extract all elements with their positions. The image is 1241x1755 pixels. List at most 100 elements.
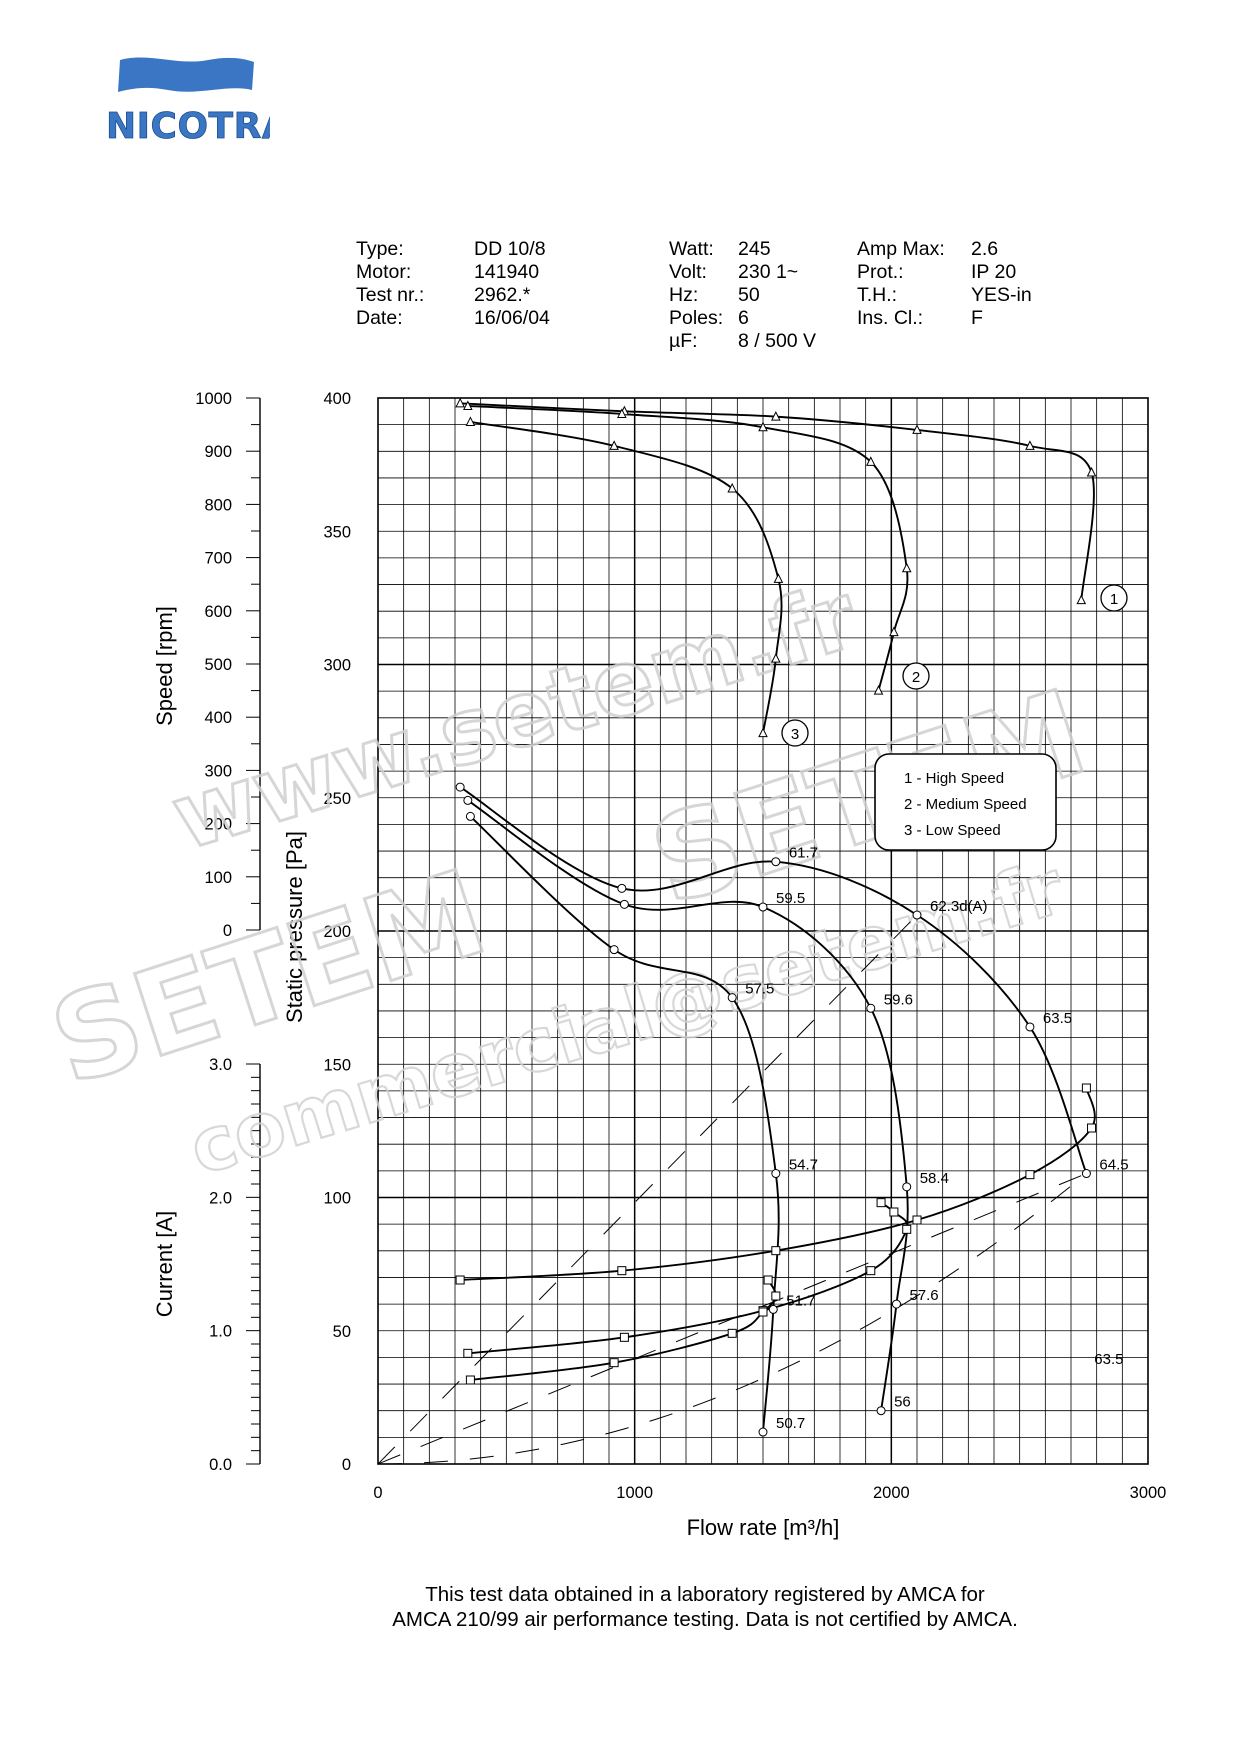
footer-line-1: This test data obtained in a laboratory … — [425, 1583, 985, 1606]
speed-tick-label: 300 — [204, 762, 232, 780]
efficiency-label: 63.5 — [1043, 1010, 1072, 1027]
data-point-square — [771, 1246, 781, 1256]
data-point-square — [771, 1291, 781, 1301]
spec-value: 6 — [738, 307, 749, 329]
speed-tick-label: 0 — [223, 922, 232, 940]
nicotra-logo: NICOTRA — [106, 57, 270, 147]
spec-value: DD 10/8 — [474, 238, 546, 260]
current-axis-title: Current [A] — [152, 1211, 177, 1317]
pressure-tick-label: 300 — [323, 657, 351, 675]
spec-label: Poles: — [669, 307, 724, 329]
data-point-square — [876, 1198, 886, 1208]
current-tick-label: 2.0 — [209, 1189, 232, 1207]
data-point-triangle — [617, 408, 627, 418]
spec-value: 230 1~ — [738, 261, 799, 283]
speed-axis-title: Speed [rpm] — [152, 606, 177, 726]
curve-number-circle — [902, 662, 930, 690]
data-point-square — [889, 1207, 899, 1217]
data-point-triangle — [1076, 594, 1087, 605]
spec-label: Hz: — [669, 284, 699, 306]
grid — [377, 397, 1149, 1465]
data-point-triangle — [773, 573, 784, 583]
data-point-square — [1025, 1170, 1035, 1180]
pressure-tick-label: 100 — [323, 1190, 351, 1208]
data-point-triangle — [901, 562, 912, 573]
spec-label: Amp Max: — [857, 238, 945, 260]
data-point-square — [455, 1275, 465, 1285]
data-point-square — [609, 1358, 619, 1368]
data-point-triangle — [912, 424, 922, 434]
spec-label: Prot.: — [857, 261, 904, 283]
curve-number: 2 — [912, 669, 920, 686]
efficiency-label: 56 — [894, 1394, 911, 1411]
flow-axis-title: Flow rate [m³/h] — [687, 1515, 840, 1540]
speed-tick-label: 700 — [204, 550, 232, 568]
data-point-circle — [619, 899, 629, 909]
current-tick-label: 0.0 — [209, 1456, 232, 1474]
speed-tick-label: 900 — [204, 443, 232, 461]
speed-tick-label: 800 — [204, 496, 232, 514]
data-point-circle — [771, 857, 781, 867]
current-curve — [460, 1087, 1096, 1281]
data-point-triangle — [889, 626, 899, 637]
data-point-triangle — [771, 411, 781, 421]
spec-value: 245 — [738, 238, 771, 260]
data-point-triangle — [1025, 440, 1035, 450]
logo-wave — [118, 57, 254, 92]
efficiency-label: 57.6 — [909, 1287, 938, 1304]
data-point-circle — [465, 811, 475, 821]
data-point-square — [758, 1307, 768, 1317]
data-point-circle — [771, 1169, 781, 1179]
efficiency-label: 64.5 — [1099, 1157, 1128, 1174]
data-point-circle — [768, 1304, 778, 1314]
pressure-tick-label: 200 — [323, 923, 351, 941]
legend-entry: 1 - High Speed — [904, 770, 1004, 787]
legend-entry: 2 - Medium Speed — [904, 796, 1027, 813]
pressure-tick-label: 150 — [323, 1056, 351, 1074]
data-point-circle — [902, 1182, 912, 1192]
curve-number: 3 — [791, 726, 799, 743]
flow-tick-label: 2000 — [873, 1484, 910, 1502]
data-point-triangle — [873, 684, 884, 695]
efficiency-label: 62.3d(A) — [930, 898, 988, 915]
spec-value: 16/06/04 — [474, 307, 550, 329]
spec-value: 8 / 500 V — [738, 330, 817, 352]
data-point-square — [1087, 1123, 1097, 1133]
flow-tick-label: 0 — [373, 1484, 382, 1502]
current-tick-label: 1.0 — [209, 1323, 232, 1341]
data-point-circle — [1081, 1169, 1091, 1179]
efficiency-label: 51.7 — [786, 1292, 815, 1309]
spec-label: Ins. Cl.: — [857, 307, 924, 329]
pressure-axis-title: Static pressure [Pa] — [282, 831, 307, 1023]
spec-label: Volt: — [669, 261, 707, 283]
data-point-square — [463, 1348, 473, 1358]
data-point-square — [902, 1224, 912, 1234]
footer-line-2: AMCA 210/99 air performance testing. Dat… — [392, 1608, 1018, 1631]
data-point-square — [866, 1266, 876, 1276]
data-point-square — [763, 1275, 773, 1285]
data-point-square — [912, 1215, 922, 1225]
efficiency-line — [377, 914, 918, 1465]
annotations: 61.762.3d(A)63.564.563.559.559.658.457.6… — [745, 584, 1129, 1432]
spec-label: Watt: — [669, 238, 714, 260]
data-point-square — [465, 1375, 475, 1385]
efficiency-label: 61.7 — [789, 845, 818, 862]
pressure-tick-label: 350 — [323, 523, 351, 541]
pressure-tick-label: 0 — [342, 1456, 351, 1474]
spec-label: Date: — [356, 307, 403, 329]
efficiency-label: 57.5 — [745, 981, 774, 998]
data-point-circle — [891, 1299, 901, 1309]
logo-text: NICOTRA — [106, 106, 270, 147]
data-point-circle — [758, 902, 768, 912]
spec-value: 2.6 — [971, 238, 999, 260]
efficiency-label: 63.5 — [1094, 1351, 1123, 1368]
speed-tick-label: 200 — [204, 816, 232, 834]
spec-label: µF: — [669, 330, 698, 352]
speed-tick-label: 100 — [204, 869, 232, 887]
data-point-circle — [463, 795, 473, 805]
data-point-triangle — [865, 456, 876, 466]
pressure-tick-label: 50 — [333, 1323, 351, 1341]
